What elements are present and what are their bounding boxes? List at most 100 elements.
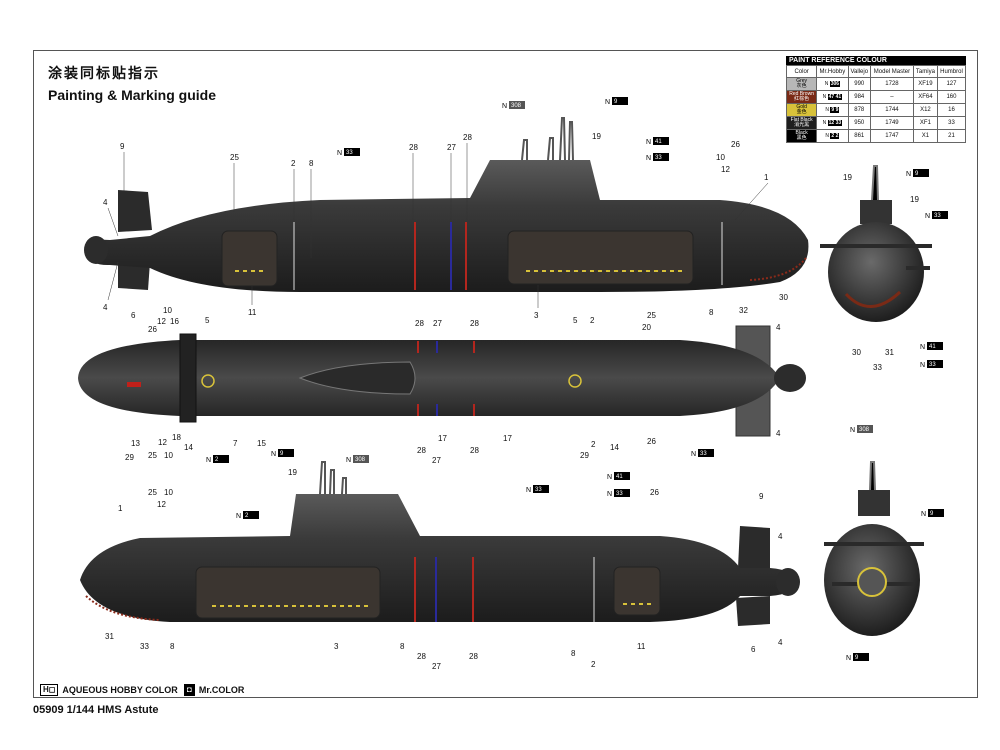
paint-code-tag: N xyxy=(206,457,211,464)
callout-plan-2: 2 xyxy=(590,316,595,325)
aqueous-mark: H◻ xyxy=(40,684,59,696)
paint-code-box xyxy=(913,169,929,177)
callout-plan-29b: 29 xyxy=(580,451,589,460)
callout-plan-14b: 14 xyxy=(610,443,619,452)
paint-humbrol-cell: 21 xyxy=(936,129,967,143)
paint-code-number: 9 xyxy=(855,655,859,661)
paint-code-number: 41 xyxy=(655,139,662,145)
paint-code-number: 33 xyxy=(934,213,941,219)
paint-code-box xyxy=(653,153,669,161)
callout-plan-10: 10 xyxy=(163,306,172,315)
paint-code-number: 9 xyxy=(280,451,284,457)
side-view-starboard xyxy=(84,117,809,292)
paint-humbrol-cell: 127 xyxy=(936,77,967,91)
paint-code-tag: N xyxy=(846,655,851,662)
paint-code-tag: N xyxy=(906,171,911,178)
hull-side-bottom xyxy=(80,494,798,622)
paint-code-box xyxy=(353,455,369,463)
callout-plan-12b: 12 xyxy=(158,438,167,447)
callout-port-12: 12 xyxy=(157,500,166,509)
plan-view xyxy=(78,325,806,437)
callout-plan-27b: 27 xyxy=(432,456,441,465)
callout-port-3: 3 xyxy=(334,642,339,651)
callout-plan-5: 5 xyxy=(205,316,210,325)
callout-plan-17b: 17 xyxy=(503,434,512,443)
callout-19: 19 xyxy=(592,132,601,141)
callout-10: 10 xyxy=(716,153,725,162)
paint-code-box xyxy=(614,489,630,497)
sail-plan xyxy=(298,361,416,395)
callout-plan-29: 29 xyxy=(125,453,134,462)
callout-8b: 8 xyxy=(709,308,714,317)
callout-28b: 28 xyxy=(463,133,472,142)
paint-code-tag: N xyxy=(920,362,925,369)
callout-plan-26: 26 xyxy=(148,325,157,334)
paint-code-box xyxy=(927,342,943,350)
callout-port-31: 31 xyxy=(105,632,114,641)
callout-plan-18: 18 xyxy=(172,433,181,442)
paint-code-number: 33 xyxy=(655,155,662,161)
title-english: Painting & Marking guide xyxy=(48,87,217,103)
callout-plan-14: 14 xyxy=(184,443,193,452)
callout-26: 26 xyxy=(731,140,740,149)
paint-code-box xyxy=(344,148,360,156)
callout-front-19a: 19 xyxy=(843,173,852,182)
title-chinese: 涂装同标贴指示 xyxy=(48,65,160,81)
callout-port-28: 28 xyxy=(417,652,426,661)
callout-3: 3 xyxy=(534,311,539,320)
hull-side-top xyxy=(85,160,809,292)
callout-25: 25 xyxy=(230,153,239,162)
paint-code-tag: N xyxy=(691,451,696,458)
callout-port-11: 11 xyxy=(637,642,646,651)
paint-code-box xyxy=(927,360,943,368)
paint-code-tag: N xyxy=(337,150,342,157)
aqueous-label: AQUEOUS HOBBY COLOR xyxy=(62,685,178,695)
paint-code-tag: N xyxy=(607,491,612,498)
paint-code-tag: N xyxy=(920,344,925,351)
paint-code-tag: N xyxy=(921,511,926,518)
callout-plan-28c: 28 xyxy=(417,446,426,455)
callout-plan-15: 15 xyxy=(257,439,266,448)
callout-plan-28b: 28 xyxy=(470,319,479,328)
paint-code-box xyxy=(213,455,229,463)
rudder-lower xyxy=(118,260,150,290)
paint-code-box xyxy=(614,472,630,480)
callout-port-25: 25 xyxy=(148,488,157,497)
callout-plan-7: 7 xyxy=(233,439,238,448)
paint-code-tag: N xyxy=(850,427,855,434)
paint-code-tag: N xyxy=(925,213,930,220)
callout-front-31: 31 xyxy=(885,348,894,357)
paint-code-box xyxy=(698,449,714,457)
paint-code-box xyxy=(853,653,869,661)
paint-code-number: 33 xyxy=(929,362,936,368)
paint-code-box xyxy=(243,511,259,519)
callout-port-4a: 4 xyxy=(778,532,783,541)
paint-code-box xyxy=(278,449,294,457)
callout-12: 12 xyxy=(721,165,730,174)
callout-30: 30 xyxy=(779,293,788,302)
front-view-bottom xyxy=(824,461,924,636)
callout-1: 1 xyxy=(764,173,769,182)
callout-plan-4a: 4 xyxy=(776,323,781,332)
panel-fwd xyxy=(507,230,694,285)
paint-code-tag: N xyxy=(271,451,276,458)
paint-code-number: 33 xyxy=(616,491,623,497)
callout-port-28b: 28 xyxy=(469,652,478,661)
callout-front-33: 33 xyxy=(873,363,882,372)
callout-port-2: 2 xyxy=(591,660,596,669)
paint-code-number: 308 xyxy=(859,427,870,433)
drawing-frame xyxy=(33,50,978,698)
callout-6: 6 xyxy=(131,311,136,320)
callout-port-8c: 8 xyxy=(571,649,576,658)
paint-code-box xyxy=(932,211,948,219)
legend-mrcolor: ◘ Mr.COLOR xyxy=(184,684,244,696)
callout-plan-10b: 10 xyxy=(164,451,173,460)
callout-port-27: 27 xyxy=(432,662,441,671)
paint-code-number: 308 xyxy=(511,103,522,109)
callout-plan-4b: 4 xyxy=(776,429,781,438)
callout-port-19: 19 xyxy=(288,468,297,477)
model-number: 05909 1/144 HMS Astute xyxy=(33,704,159,716)
callout-32: 32 xyxy=(739,306,748,315)
